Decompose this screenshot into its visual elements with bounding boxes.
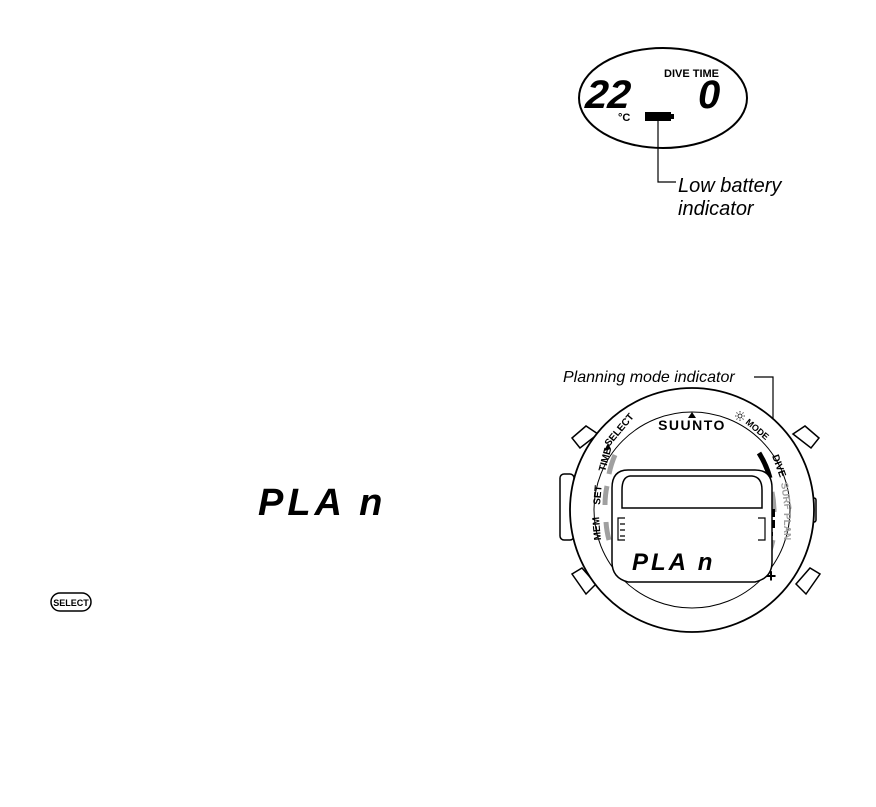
watch-figure: Planning mode indicator SUUNTO SELECT MO… bbox=[560, 369, 820, 632]
dive-time-value: 0 bbox=[698, 73, 720, 117]
up-pusher bbox=[796, 568, 820, 594]
mode-pusher bbox=[793, 426, 819, 448]
select-button: SELECT bbox=[51, 593, 91, 611]
temperature-unit: °C bbox=[618, 112, 630, 124]
battery-icon bbox=[645, 112, 674, 121]
callout-low-battery: Low battery bbox=[678, 175, 782, 197]
brand-logo: SUUNTO bbox=[658, 417, 726, 433]
watch-lcd-text: PLA n bbox=[632, 549, 715, 576]
temperature-value: 22 bbox=[583, 73, 633, 117]
mode-plan-label: PLAN bbox=[781, 513, 792, 540]
plan-display-text: PLA n bbox=[258, 482, 386, 524]
plus-icon: + bbox=[766, 566, 777, 586]
planning-mode-callout: Planning mode indicator bbox=[563, 369, 735, 386]
battery-figure: 22 °C DIVE TIME 0 Low battery indicator bbox=[579, 48, 782, 220]
mode-mem-label: MEM bbox=[591, 516, 604, 540]
select-button-label: SELECT bbox=[53, 598, 89, 608]
callout-indicator: indicator bbox=[678, 198, 755, 220]
